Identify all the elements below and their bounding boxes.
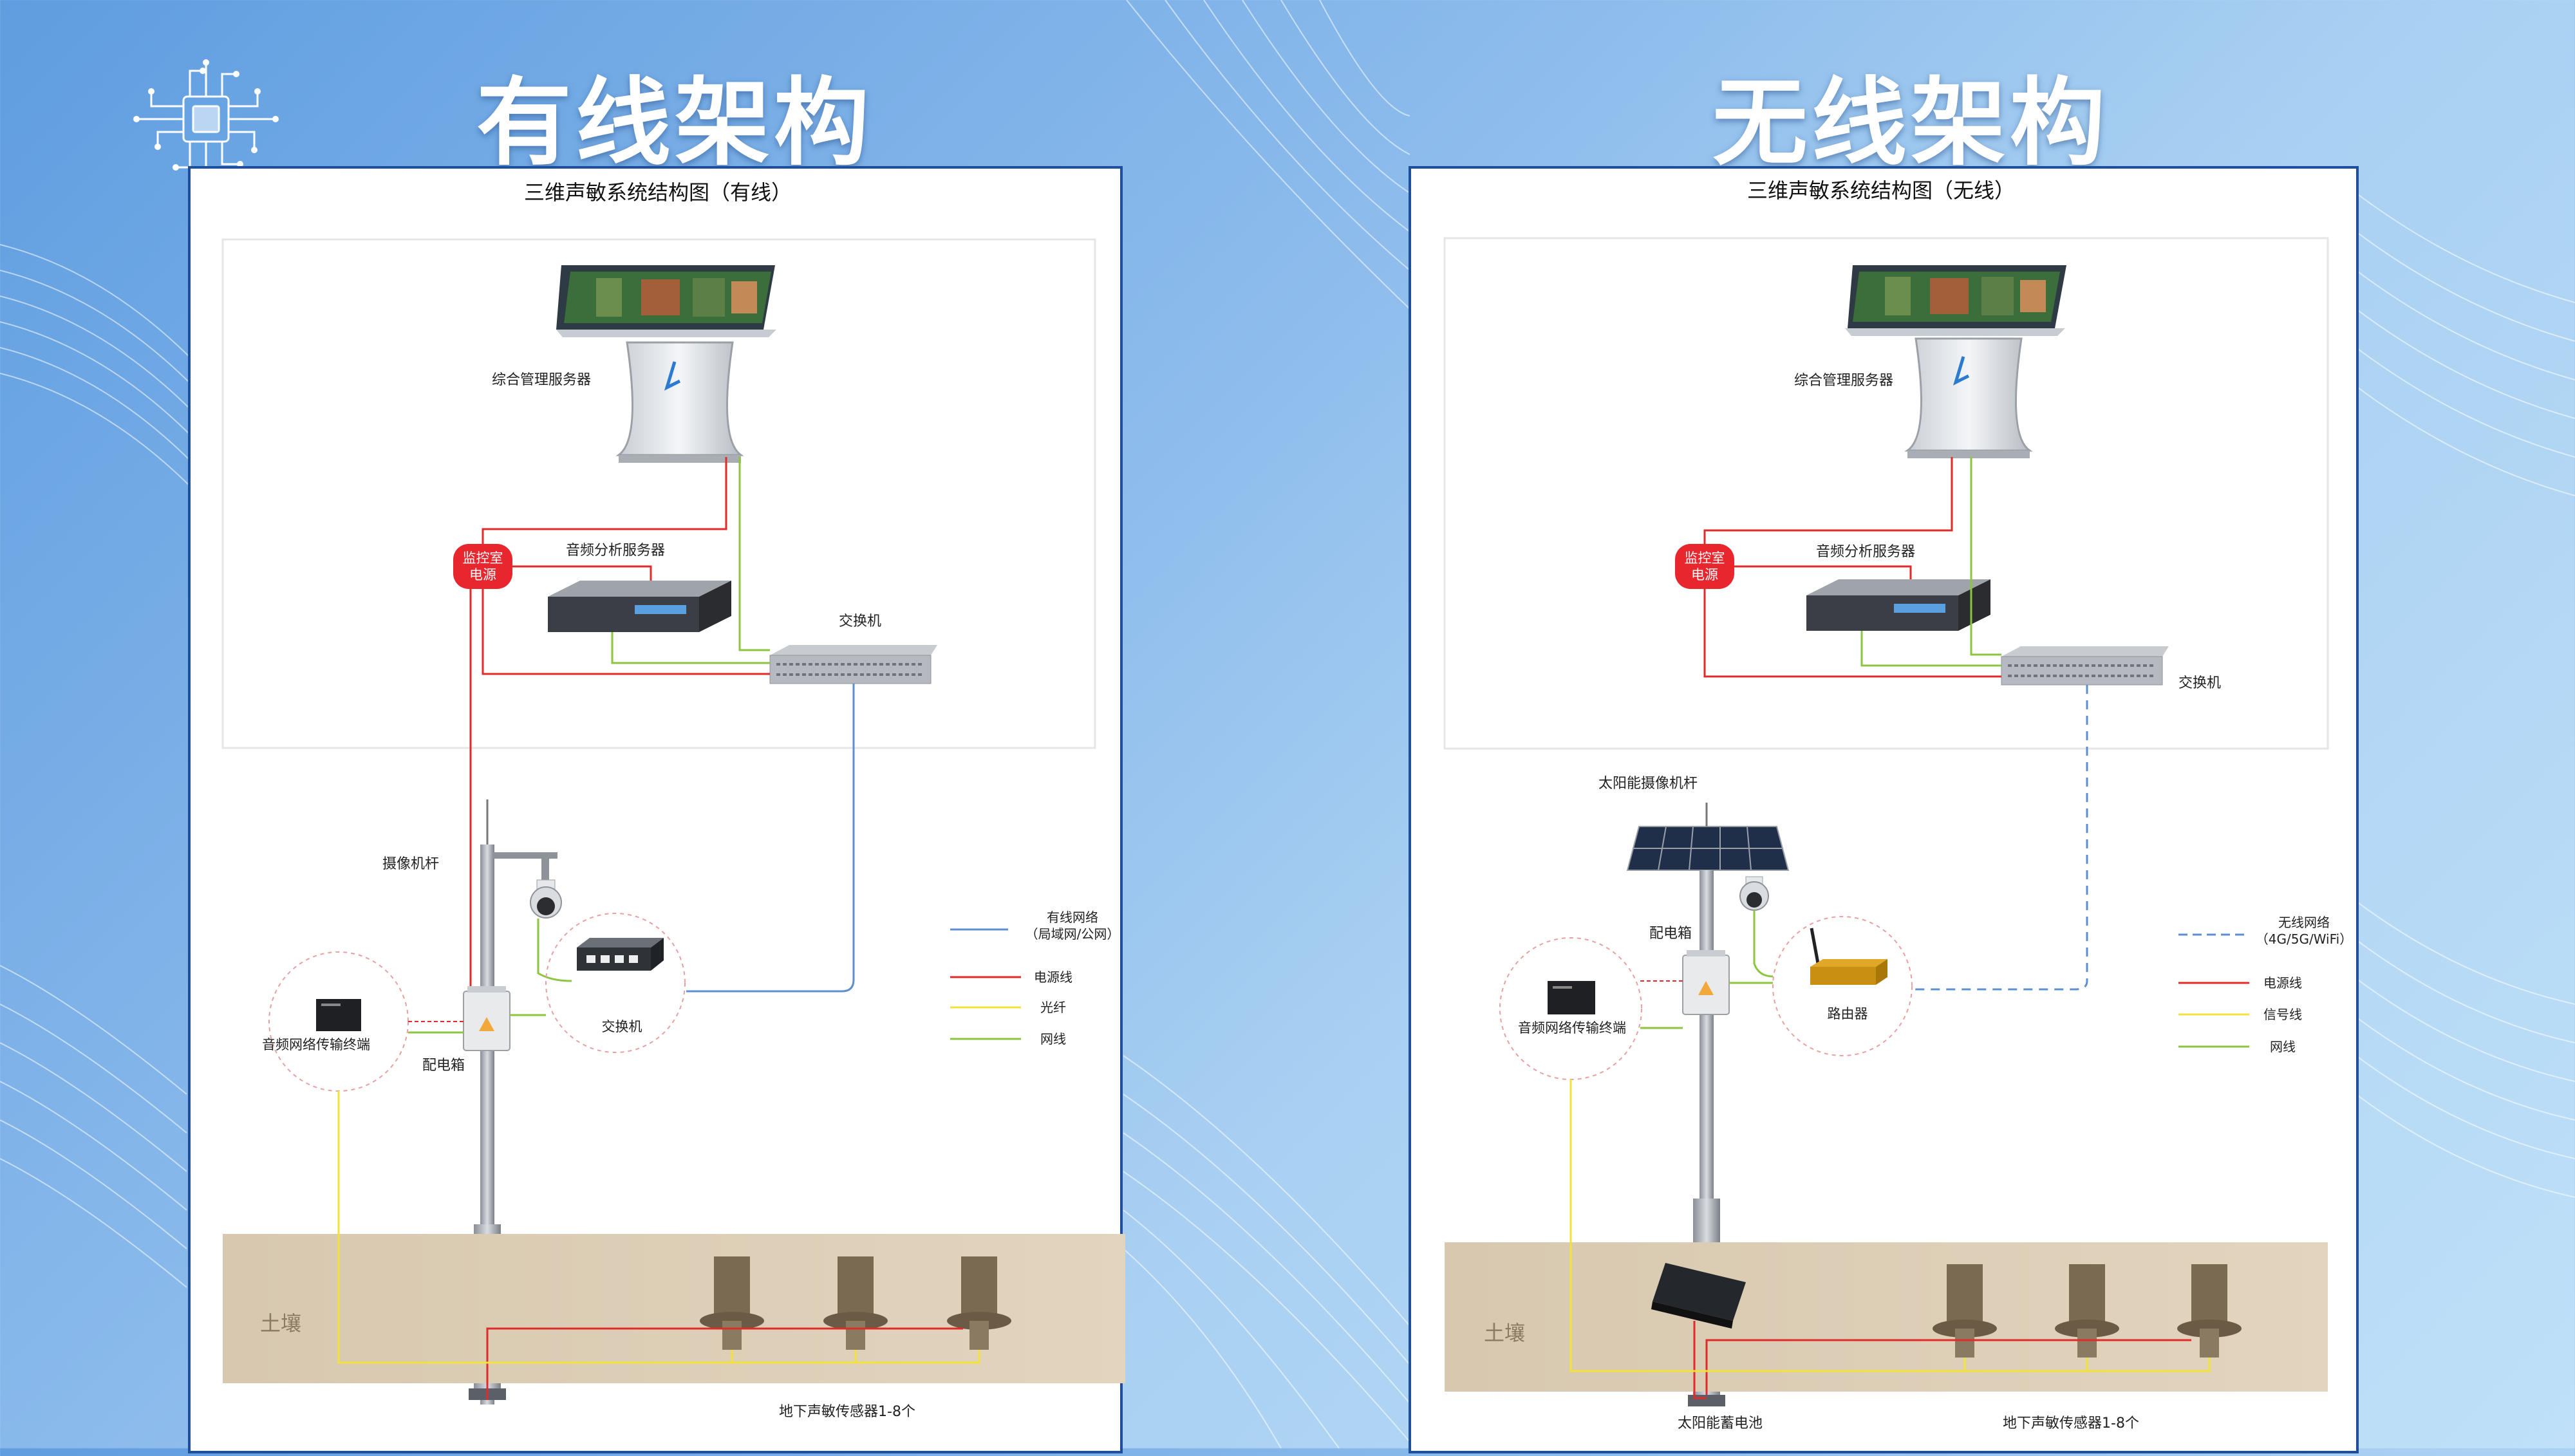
wired-panel: 三维声敏系统结构图（有线） 综合管理服务器 监控室 电源 音频分析服务器 交换机 [188,166,1125,1453]
core-switch-device [2001,646,2169,686]
solar-pole-label: 太阳能摄像机杆 [1598,776,1698,792]
line-switch-power [482,589,770,675]
room-power-label-1: 监控室 [463,550,503,566]
audio-server-label: 音频分析服务器 [566,543,665,559]
ptz-camera-icon [530,879,562,919]
wired-heading: 有线架构 [476,68,873,178]
legend-wired-network-sub: （局域网/公网） [1025,926,1120,942]
core-switch-device [769,645,937,684]
ground-sensor [1933,1264,1997,1358]
line-battery-power [1693,1321,1707,1399]
line-camera-network [537,919,572,982]
room-power-label-1: 监控室 [1685,550,1725,566]
line-wireless-network [1915,685,2088,991]
solar-panel [1626,826,1790,871]
line-wired-network [686,684,855,993]
legend-fiber-label: 光纤 [1040,1000,1066,1015]
legend-signal-label: 信号线 [2263,1007,2302,1022]
legend-network-label: 网线 [2270,1039,2296,1054]
line-sensor-power [1705,1339,2191,1395]
soil-label: 土壤 [260,1311,301,1336]
audio-terminal-label: 音频网络传输终端 [1518,1020,1626,1036]
wireless-panel: 三维声敏系统结构图（无线） 综合管理服务器 监控室 电源 音频分析服务器 交换机 [1409,166,2359,1453]
wired-legend: 有线网络 （局域网/公网） 电源线 光纤 网线 [950,910,1119,1047]
ground-sensor [2055,1264,2119,1358]
sensors-label: 地下声敏传感器1-8个 [779,1404,915,1420]
line-audio-power [512,565,652,581]
line-sensor-signal [1569,1079,2211,1372]
line-server-power [482,457,727,544]
field-switch-device [577,938,664,971]
line-server-power [1703,457,1953,544]
distribution-box [1682,950,1730,1015]
server-room-frame [1443,237,2329,750]
line-room-to-box-power [469,589,480,1010]
management-server-label: 综合管理服务器 [1794,373,1893,389]
management-server-kiosk [556,265,776,463]
ground-sensor [947,1256,1011,1350]
field-switch-circle [545,913,686,1053]
line-switch-power [1703,589,2001,678]
audio-server-device [548,581,731,632]
line-audio-network [1860,631,2001,667]
ground-sensor [700,1256,764,1350]
wireless-legend: 无线网络 （4G/5G/WiFi） 电源线 信号线 网线 [2178,915,2352,1054]
monitoring-room-power-badge: 监控室 电源 [1675,544,1734,589]
legend-wireless-network-label: 无线网络 [2278,915,2330,930]
wireless-title: 三维声敏系统结构图（无线） [1747,178,2015,203]
battery-label: 太阳能蓄电池 [1678,1415,1763,1432]
legend-power-label: 电源线 [2263,975,2302,991]
audio-server-device [1806,579,1990,631]
soil-label: 土壤 [1484,1321,1525,1345]
audio-terminal-label: 音频网络传输终端 [262,1037,370,1052]
legend-network-label: 网线 [1040,1031,1066,1047]
legend-wired-network-label: 有线网络 [1047,910,1098,925]
line-sensor-power [486,1327,963,1400]
wireless-heading: 无线架构 [1712,68,2109,178]
line-sensor-signal [337,1091,980,1364]
sensors-label: 地下声敏传感器1-8个 [2003,1415,2139,1432]
line-server-network [1970,457,2001,656]
management-server-label: 综合管理服务器 [492,372,591,388]
camera-pole-label: 摄像机杆 [382,856,439,872]
legend-power-label: 电源线 [1034,969,1072,985]
legend-wireless-network-sub: （4G/5G/WiFi） [2256,931,2352,947]
core-switch-label: 交换机 [839,613,881,630]
distribution-box [463,986,510,1051]
line-sensor-signal-2 [731,1350,857,1363]
field-switch-label: 交换机 [602,1019,642,1034]
distribution-box-label: 配电箱 [422,1058,465,1074]
line-audio-network [611,632,770,664]
server-room-frame [221,238,1096,749]
router-device [1810,928,1887,985]
audio-terminal-device [1548,981,1595,1014]
ptz-camera-icon [1739,876,1769,911]
line-camera-network [1753,910,1774,978]
management-server-kiosk [1845,265,2066,458]
ground-sensor [823,1256,888,1350]
line-server-network [738,457,770,651]
chip-icon [133,59,279,182]
soil-layer [1445,1242,2328,1392]
solar-battery-device [1651,1263,1746,1329]
monitoring-room-power-badge: 监控室 电源 [453,544,512,589]
router-circle [1772,916,1913,1056]
wired-title: 三维声敏系统结构图（有线） [524,180,792,205]
core-switch-label: 交换机 [2178,675,2221,691]
audio-server-label: 音频分析服务器 [1816,544,1915,560]
ground-sensor [2177,1264,2242,1358]
line-audio-power [1734,565,1912,579]
audio-terminal-device [316,999,361,1031]
room-power-label-2: 电源 [469,567,496,583]
room-power-label-2: 电源 [1691,567,1718,583]
distribution-box-label: 配电箱 [1649,926,1692,942]
router-label: 路由器 [1828,1006,1868,1022]
